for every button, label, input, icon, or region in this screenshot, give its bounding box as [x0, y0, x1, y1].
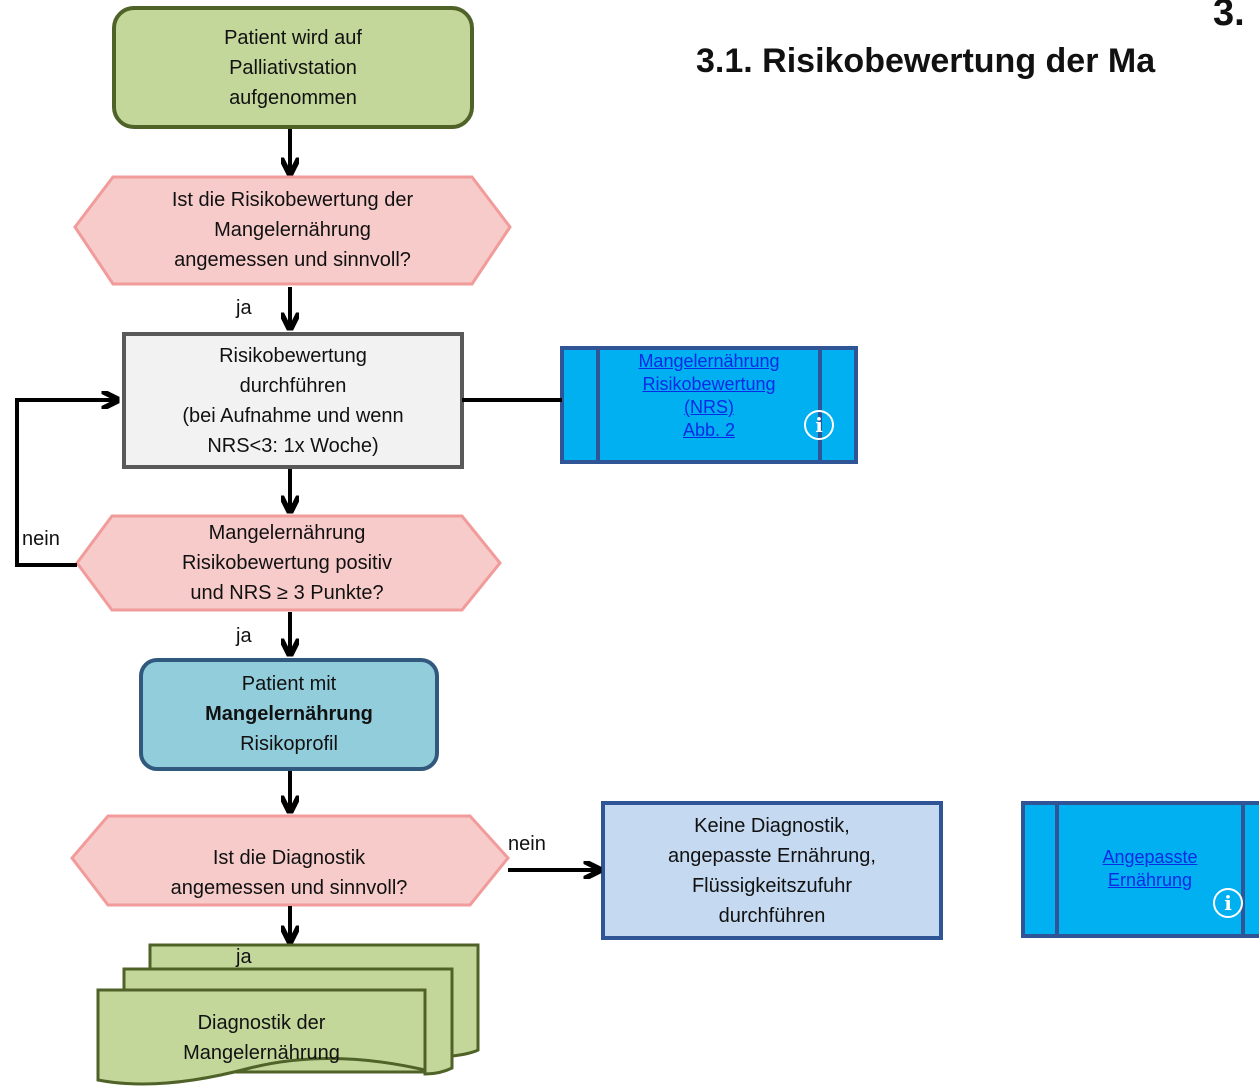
risk-link-line-1[interactable]: Mangelernährung	[638, 351, 780, 371]
decision-risk-text: Ist die Risikobewertung der Mangelernähr…	[113, 185, 472, 275]
decision-risk-node	[73, 175, 512, 286]
no-diag-line-1: Keine Diagnostik,	[694, 815, 850, 837]
no-diag-line-2: angepasste Ernährung,	[668, 845, 876, 867]
action-risk-line-3: (bei Aufnahme und wenn	[182, 405, 404, 427]
decision-nrs-text: Mangelernährung Risikobewertung positiv …	[112, 518, 462, 608]
edge-label-ja-2: ja	[236, 625, 252, 647]
action-risk-node	[122, 332, 464, 469]
decision-diag-line-1: Ist die Diagnostik	[212, 847, 366, 869]
profile-line-2: Mangelernährung	[205, 703, 373, 725]
profile-line-1: Patient mit	[241, 673, 337, 695]
risk-link-box[interactable]	[560, 346, 858, 464]
no-diag-line-4: durchführen	[718, 905, 826, 927]
action-risk-line-4: NRS<3: 1x Woche)	[207, 435, 379, 457]
edge-label-ja-1: ja	[236, 297, 252, 319]
no-diag-node	[601, 801, 943, 940]
info-icon[interactable]: i	[1213, 888, 1243, 918]
decision-risk-line-3: angemessen und sinnvoll?	[174, 249, 411, 271]
nutrition-link-text[interactable]: Angepasste Ernährung	[1057, 846, 1243, 892]
action-risk-text: Risikobewertung durchführen (bei Aufnahm…	[124, 341, 462, 461]
decision-nrs-line-3: und NRS ≥ 3 Punkte?	[190, 582, 384, 604]
decision-risk-line-1: Ist die Risikobewertung der	[171, 189, 414, 211]
decision-nrs-line-1: Mangelernährung	[208, 522, 366, 544]
decision-nrs-line-2: Risikobewertung positiv	[181, 552, 393, 574]
start-line-1: Patient wird auf	[224, 27, 362, 49]
diagnostik-text: Diagnostik der Mangelernährung	[98, 1008, 425, 1068]
connectors	[15, 129, 598, 940]
action-risk-line-1: Risikobewertung	[219, 345, 367, 367]
action-risk-line-2: durchführen	[239, 375, 347, 397]
risk-link-text[interactable]: Mangelernährung Risikobewertung (NRS) Ab…	[598, 350, 820, 442]
start-node-text: Patient wird auf Palliativstation aufgen…	[114, 23, 472, 113]
edge-label-ja-3: ja	[236, 946, 252, 968]
decision-diag-line-2: angemessen und sinnvoll?	[170, 877, 408, 899]
nutrition-link-line-2[interactable]: Ernährung	[1107, 870, 1193, 890]
edge-label-nein-loop: nein	[22, 528, 60, 550]
profile-line-3: Risikoprofil	[240, 733, 338, 755]
diagnostik-line-2: Mangelernährung	[183, 1042, 340, 1064]
diagnostik-node	[96, 943, 480, 1086]
info-icon[interactable]: i	[804, 410, 834, 440]
profile-node	[139, 658, 439, 771]
nutrition-link-line-1[interactable]: Angepasste	[1102, 847, 1198, 867]
page-title: 3.1. Risikobewertung der Ma	[696, 42, 1156, 80]
start-node	[112, 6, 474, 129]
start-line-2: Palliativstation	[229, 57, 357, 79]
start-line-3: aufgenommen	[229, 87, 357, 109]
risk-link-line-3[interactable]: (NRS)	[684, 397, 734, 417]
no-diag-line-3: Flüssigkeitszufuhr	[691, 875, 853, 897]
risk-link-line-4[interactable]: Abb. 2	[682, 420, 736, 440]
profile-text: Patient mit Mangelernährung Risikoprofil	[141, 669, 437, 759]
decision-risk-line-2: Mangelernährung	[214, 219, 371, 241]
section-number: 3.	[1213, 0, 1245, 34]
edge-label-nein-right: nein	[508, 833, 546, 855]
decision-diag-text: Ist die Diagnostik angemessen und sinnvo…	[108, 843, 470, 903]
no-diag-text: Keine Diagnostik, angepasste Ernährung, …	[603, 811, 941, 931]
risk-link-line-2[interactable]: Risikobewertung	[642, 374, 776, 394]
decision-diag-node	[70, 814, 510, 907]
diagnostik-line-1: Diagnostik der	[197, 1012, 326, 1034]
